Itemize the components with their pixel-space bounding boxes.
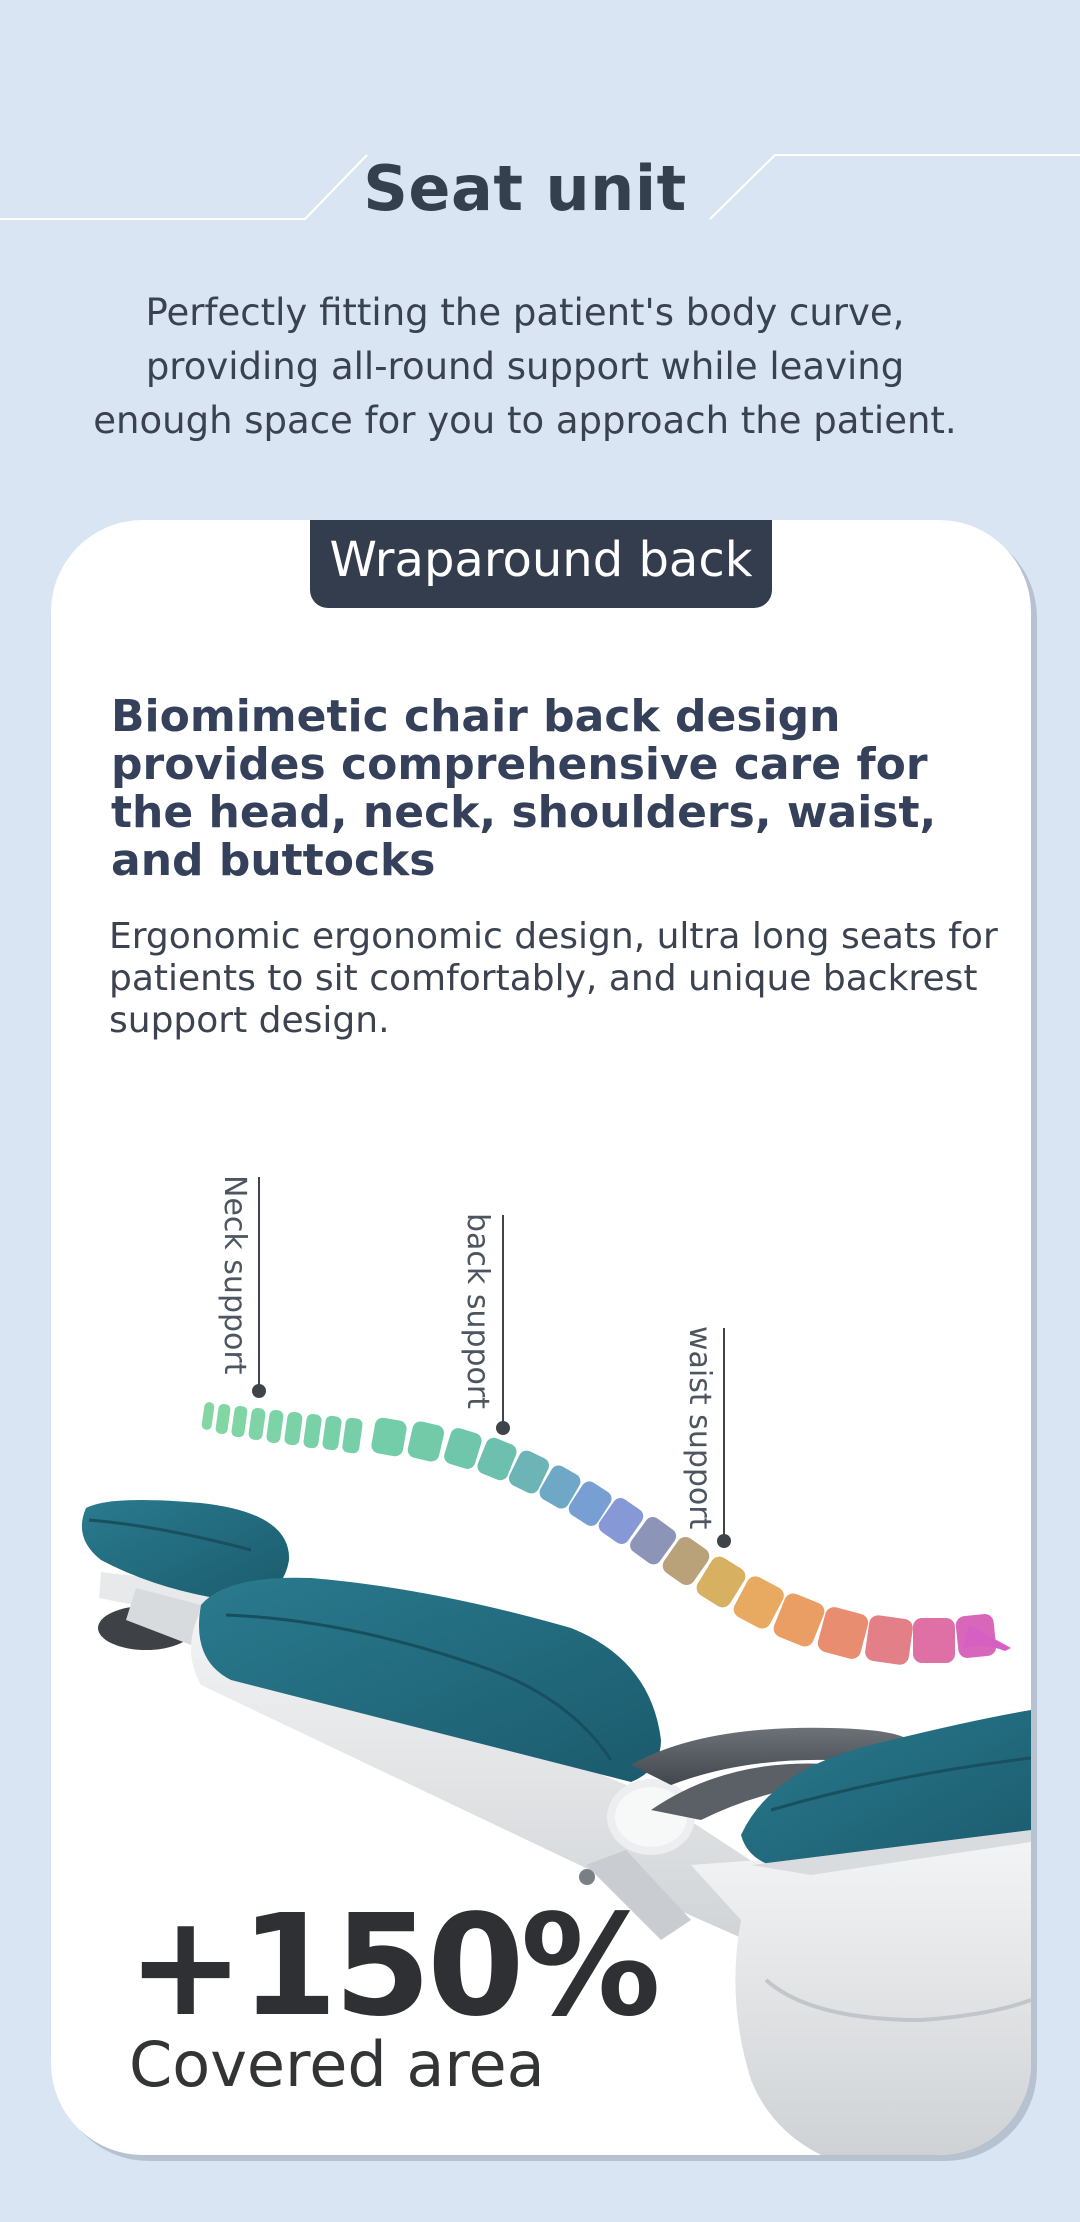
callout-markers <box>252 1177 731 1548</box>
chair-illustration <box>81 1177 1031 2155</box>
page-title: Seat unit <box>363 152 687 225</box>
callout-neck-support: Neck support <box>217 1175 252 1375</box>
feature-card: Wraparound back Biomimetic chair back de… <box>51 520 1031 2155</box>
stat-value: +150% <box>127 1885 661 2048</box>
intro-text: Perfectly fitting the patient's body cur… <box>93 291 957 442</box>
dental-chair-graphic <box>81 1499 1031 2155</box>
feature-description: Ergonomic ergonomic design, ultra long s… <box>109 916 998 1041</box>
spine-graphic <box>201 1402 1011 1665</box>
stat-label: Covered area <box>129 2028 545 2101</box>
feature-heading: Biomimetic chair back design provides co… <box>111 691 937 886</box>
header-decoration <box>0 154 1080 220</box>
callout-waist-support: waist support <box>682 1326 717 1530</box>
feature-tab-label: Wraparound back <box>310 520 772 608</box>
callout-back-support: back support <box>460 1213 495 1410</box>
